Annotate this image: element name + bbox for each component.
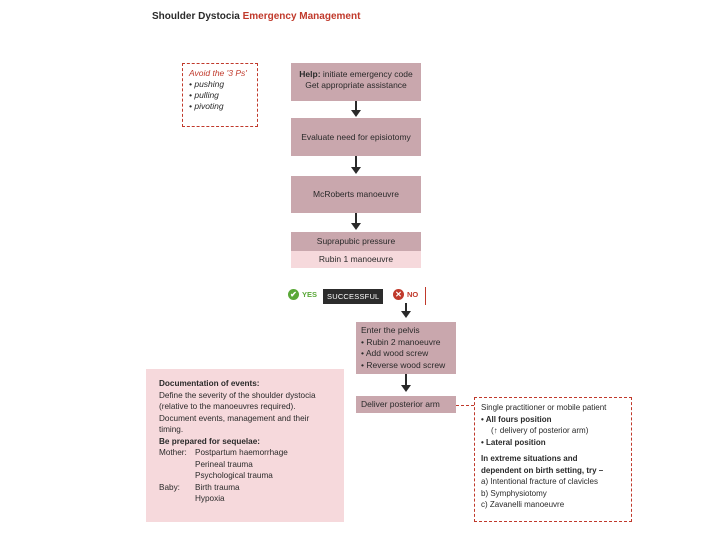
baby-item: Birth trauma (195, 482, 240, 492)
avoid-item: • pushing (189, 79, 225, 89)
pelvis-item: • Reverse wood screw (361, 359, 446, 370)
no-indicator: ✕ NO (393, 289, 418, 300)
divider (425, 287, 426, 305)
baby-item: Hypoxia (195, 494, 225, 503)
arrow-line (355, 101, 357, 111)
arrow-line (355, 156, 357, 168)
single-item-sub: (↑ delivery of posterior arm) (491, 426, 589, 435)
extreme-option: b) Symphysiotomy (481, 488, 547, 498)
check-icon: ✔ (288, 289, 299, 300)
documentation-heading: Documentation of events: (159, 379, 260, 388)
cross-icon: ✕ (393, 289, 404, 300)
no-label: NO (407, 290, 419, 299)
arrow-down-icon (351, 167, 361, 174)
documentation-line: Define the severity of the shoulder dyst… (159, 390, 316, 400)
arrow-down-icon (351, 223, 361, 230)
arrow-down-icon (401, 311, 411, 318)
title-accent: Emergency Management (242, 11, 361, 22)
successful-label: SUCCESSFUL (323, 289, 384, 304)
extreme-line: In extreme situations and (481, 454, 578, 463)
arrow-line (405, 303, 407, 312)
single-item: • All fours position (481, 414, 552, 424)
episiotomy-box: Evaluate need for episiotomy (291, 118, 421, 156)
documentation-line: Document events, management and their (159, 413, 310, 423)
documentation-line: timing. (159, 425, 184, 434)
avoid-item: • pulling (189, 90, 219, 100)
page-title: Shoulder Dystocia Emergency Management (152, 11, 360, 22)
help-box: Help: initiate emergency code Get approp… (291, 63, 421, 101)
rubin1-box: Rubin 1 manoeuvre (291, 251, 421, 268)
arrow-line (405, 374, 407, 386)
extreme-option: a) Intentional fracture of clavicles (481, 477, 598, 486)
mother-label: Mother: (159, 448, 187, 457)
mcroberts-box: McRoberts manoeuvre (291, 176, 421, 213)
title-main: Shoulder Dystocia (152, 11, 240, 22)
help-label: Help: (299, 69, 321, 79)
avoid-item: • pivoting (189, 101, 224, 111)
mother-item: Psychological trauma (195, 471, 273, 480)
extreme-line: dependent on birth setting, try – (481, 465, 604, 475)
extreme-option: c) Zavanelli manoeuvre (481, 500, 565, 509)
avoid-3ps-box: Avoid the '3 Ps' • pushing • pulling • p… (182, 63, 258, 127)
pelvis-box: Enter the pelvis • Rubin 2 manoeuvre • A… (356, 322, 456, 374)
sequelae-heading: Be prepared for sequelae: (159, 436, 261, 446)
single-heading: Single practitioner or mobile patient (481, 403, 607, 412)
baby-label: Baby: (159, 482, 180, 492)
documentation-line: (relative to the manoeuvres required). (159, 402, 296, 411)
suprapubic-box: Suprapubic pressure (291, 232, 421, 251)
mother-item: Postpartum haemorrhage (195, 448, 288, 457)
single-practitioner-box: Single practitioner or mobile patient • … (474, 397, 632, 522)
connector-line (456, 405, 474, 406)
arrow-line (355, 213, 357, 224)
arrow-down-icon (351, 110, 361, 117)
yes-label: YES (302, 290, 318, 299)
avoid-heading: Avoid the '3 Ps' (189, 68, 247, 78)
pelvis-item: • Add wood screw (361, 348, 429, 358)
help-line2: Get appropriate assistance (305, 80, 407, 90)
arrow-down-icon (401, 385, 411, 392)
mother-item: Perineal trauma (195, 459, 253, 469)
single-item: • Lateral position (481, 437, 546, 447)
yes-indicator: ✔ YES (288, 289, 317, 300)
documentation-box: Documentation of events: Define the seve… (146, 369, 344, 522)
help-text: initiate emergency code (320, 69, 413, 79)
pelvis-heading: Enter the pelvis (361, 325, 420, 335)
posterior-arm-box: Deliver posterior arm (356, 396, 456, 413)
pelvis-item: • Rubin 2 manoeuvre (361, 336, 441, 347)
